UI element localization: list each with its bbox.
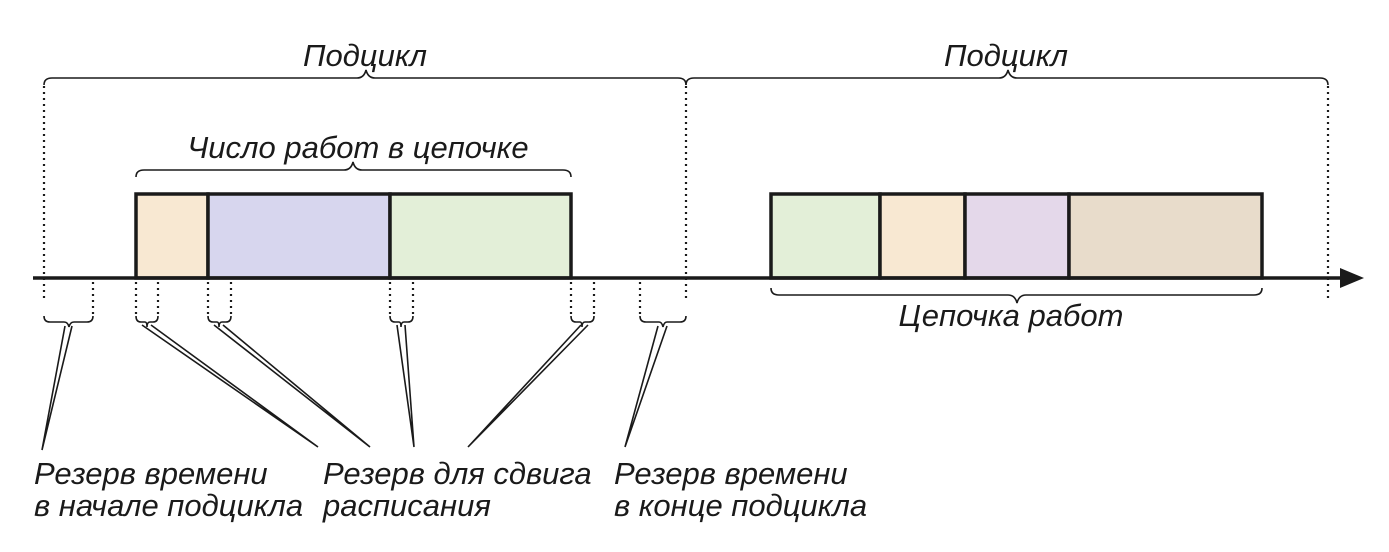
callout-wedges — [41, 324, 668, 451]
second-chain-job-1 — [769, 192, 882, 280]
chain-count-brace — [135, 161, 572, 178]
chain-brace — [770, 287, 1263, 304]
subcycle-2-label: Подцикл — [944, 38, 1068, 73]
time-axis-arrow — [1340, 268, 1364, 288]
reserve-shift-line2: расписания — [322, 488, 491, 523]
first-chain-job-1 — [134, 192, 210, 280]
first-chain — [134, 192, 573, 280]
subcycle-1-label: Подцикл — [303, 38, 427, 73]
subcycle-1-brace — [43, 69, 687, 86]
reserve-end-line1: Резерв времени — [614, 456, 848, 491]
reserve-shift-line1: Резерв для сдвига — [323, 456, 592, 491]
second-chain-job-4 — [1067, 192, 1264, 280]
first-chain-job-3 — [388, 192, 573, 280]
second-chain-job-2 — [878, 192, 967, 280]
chain-label: Цепочка работ — [899, 298, 1124, 333]
second-chain — [769, 192, 1264, 280]
second-chain-job-3 — [963, 192, 1071, 280]
reserve-start-line1: Резерв времени — [34, 456, 268, 491]
reserve-start-line2: в начале подцикла — [34, 488, 303, 523]
reserve-markers — [91, 282, 642, 315]
chain-count-label: Число работ в цепочке — [187, 130, 528, 165]
first-chain-job-2 — [206, 192, 392, 280]
reserve-braces — [43, 315, 687, 328]
reserve-end-line2: в конце подцикла — [614, 488, 867, 523]
subcycle-2-brace — [685, 69, 1329, 86]
